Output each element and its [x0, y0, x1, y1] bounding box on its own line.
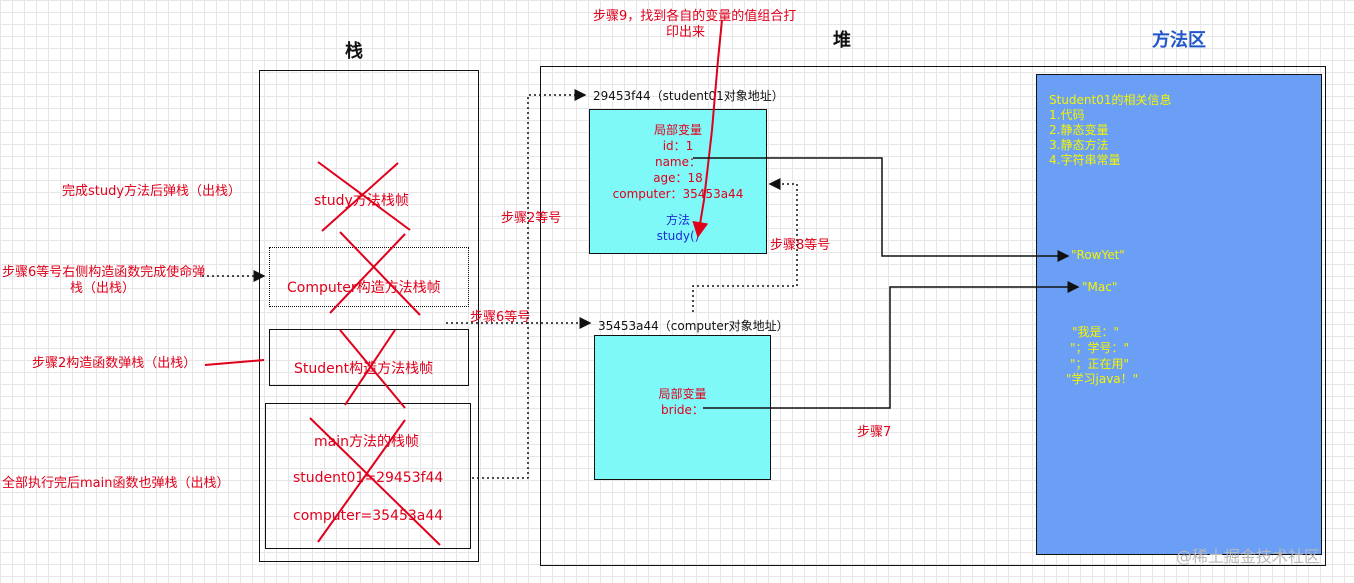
main-computer-var: computer=35453a44 [293, 508, 444, 524]
stack-title: 栈 [345, 41, 363, 62]
step2-note-line [204, 359, 265, 366]
student-computer: computer：35453a44 [612, 187, 744, 201]
main-student-var: student01=29453f44 [293, 470, 444, 486]
method-area [1036, 74, 1322, 555]
watermark: @稀土掘金技术社区 [1176, 547, 1321, 566]
computer-address: 35453a44（computer对象地址） [598, 319, 789, 333]
step6-note-line2: 栈（出栈） [70, 281, 136, 296]
heap-title: 堆 [833, 30, 851, 51]
student-name: name： [654, 155, 702, 169]
method-area-title: 方法区 [1152, 30, 1206, 51]
study-pop-note: 完成study方法后弹栈（出栈） [62, 184, 242, 199]
step6-note-line1: 步骤6等号右侧构造函数完成使命弹 [2, 265, 206, 280]
string-literal: "我是：" [1072, 325, 1120, 339]
string-rowyet: "RowYet" [1071, 248, 1125, 262]
computer-local-label: 局部变量 [658, 387, 707, 401]
student-method: study() [656, 229, 700, 243]
step6-eq-note: 步骤6等号 [470, 310, 531, 325]
student-object: 局部变量 id：1 name： age：18 computer：35453a44… [589, 109, 767, 254]
step8-eq-note: 步骤8等号 [770, 238, 831, 253]
string-literal: "学习java！" [1066, 372, 1139, 386]
student-id: id：1 [662, 139, 694, 153]
student-method-label: 方法 [665, 213, 690, 227]
step9-note-line2: 印出来 [666, 25, 706, 40]
student-age: age：18 [653, 171, 703, 185]
computer-object: 局部变量 bride： [594, 335, 771, 480]
student-frame-label: Student构造方法栈帧 [294, 361, 434, 377]
step2-eq-note: 步骤2等号 [501, 211, 562, 226]
method-area-item: 3.静态方法 [1049, 138, 1109, 152]
student-address: 29453f44（student01对象地址） [593, 89, 784, 103]
step7-note: 步骤7 [857, 425, 892, 440]
method-area-header: Student01的相关信息 [1049, 93, 1172, 107]
string-mac: "Mac" [1082, 280, 1118, 294]
method-area-item: 2.静态变量 [1049, 123, 1109, 137]
step9-note-line1: 步骤9，找到各自的变量的值组合打 [593, 9, 797, 24]
method-area-item: 1.代码 [1049, 108, 1085, 122]
main-pop-note: 全部执行完后main函数也弹栈（出栈） [2, 476, 230, 491]
computer-frame-label: Computer构造方法栈帧 [287, 280, 441, 296]
computer-bride: bride： [661, 403, 704, 417]
study-frame-label: study方法栈帧 [314, 193, 409, 209]
student-local-label: 局部变量 [653, 123, 702, 137]
method-area-item: 4.字符串常量 [1049, 153, 1121, 167]
string-literal: "；学号：" [1070, 341, 1130, 355]
string-literal: "；正在用" [1070, 357, 1130, 371]
main-frame-title: main方法的栈帧 [314, 434, 419, 450]
step2-pop-note: 步骤2构造函数弹栈（出栈） [32, 356, 197, 371]
